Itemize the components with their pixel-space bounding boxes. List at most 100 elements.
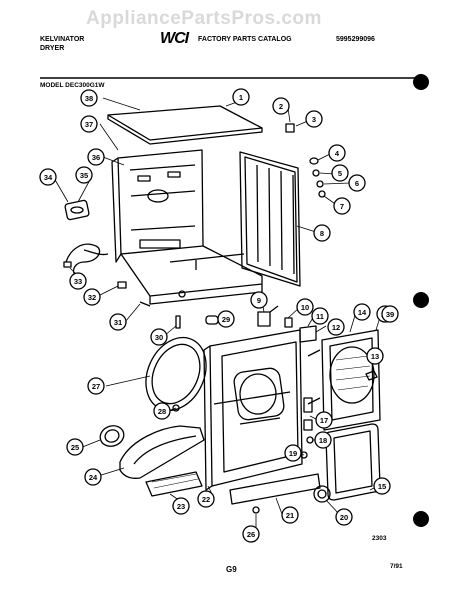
callout-number: 12 xyxy=(332,323,340,332)
callout-circle xyxy=(172,497,190,515)
page-number: G9 xyxy=(226,565,237,574)
callout-number: 7 xyxy=(340,202,344,211)
callout-36: 36 xyxy=(87,148,105,166)
callout-circle xyxy=(381,305,399,323)
callout-number: 8 xyxy=(320,229,324,238)
foot-glide xyxy=(117,281,127,289)
callout-22: 22 xyxy=(197,490,215,508)
callout-29: 29 xyxy=(217,310,235,328)
callout-number: 2 xyxy=(279,102,283,111)
callout-circle xyxy=(331,164,349,182)
callout-circle xyxy=(197,490,215,508)
callout-number: 9 xyxy=(257,296,261,305)
callout-circle xyxy=(272,97,290,115)
callout-39: 39 xyxy=(381,305,399,323)
leader-lines xyxy=(53,97,382,528)
callout-20: 20 xyxy=(335,508,353,526)
callout-23: 23 xyxy=(172,497,190,515)
callout-circle xyxy=(87,377,105,395)
callout-9: 9 xyxy=(250,291,268,309)
callout-13: 13 xyxy=(366,347,384,365)
callout-circle xyxy=(109,313,127,331)
front-panel xyxy=(209,329,303,487)
callout-27: 27 xyxy=(87,377,105,395)
callout-circle xyxy=(75,166,93,184)
callout-number: 3 xyxy=(312,115,316,124)
callout-circle xyxy=(242,525,260,543)
door-latch xyxy=(365,370,378,381)
power-cord xyxy=(65,243,101,277)
callout-number: 36 xyxy=(92,153,100,162)
callout-circle xyxy=(333,197,351,215)
callout-circle xyxy=(250,291,268,309)
callout-number: 38 xyxy=(85,94,93,103)
callout-14: 14 xyxy=(353,303,371,321)
callout-number: 28 xyxy=(158,407,166,416)
callout-circle xyxy=(284,444,302,462)
callout-18: 18 xyxy=(314,431,332,449)
callout-circle xyxy=(373,477,391,495)
callout-2: 2 xyxy=(272,97,290,115)
callout-number: 35 xyxy=(80,171,88,180)
callout-8: 8 xyxy=(313,224,331,242)
brand-name: KELVINATOR xyxy=(40,36,85,43)
callout-number: 1 xyxy=(239,93,243,102)
callout-number: 11 xyxy=(316,312,324,321)
callout-number: 22 xyxy=(202,495,210,504)
callout-37: 37 xyxy=(80,115,98,133)
catalog-date: 7/91 xyxy=(390,563,403,570)
callout-4: 4 xyxy=(328,144,346,162)
callout-circle xyxy=(69,272,87,290)
callout-number: 30 xyxy=(155,333,163,342)
callout-number: 34 xyxy=(44,173,53,182)
callout-30: 30 xyxy=(150,328,168,346)
callout-circle xyxy=(366,347,384,365)
callout-number: 13 xyxy=(371,352,379,361)
binder-holes xyxy=(413,74,429,527)
callout-35: 35 xyxy=(75,166,93,184)
callout-19: 19 xyxy=(284,444,302,462)
callout-number: 17 xyxy=(320,416,328,425)
callout-group: 1234567891011121314151617181920212223242… xyxy=(39,88,399,543)
callout-number: 31 xyxy=(114,318,122,327)
callout-number: 21 xyxy=(286,511,294,520)
callout-21: 21 xyxy=(281,506,299,524)
wci-logo: WCI xyxy=(160,30,189,47)
callout-6: 6 xyxy=(348,174,366,192)
callout-number: 18 xyxy=(319,436,327,445)
lint-duct xyxy=(119,425,205,479)
callout-circle xyxy=(39,168,57,186)
callout-circle xyxy=(80,115,98,133)
callout-number: 37 xyxy=(85,120,93,129)
callout-17: 17 xyxy=(315,411,333,429)
catalog-title: FACTORY PARTS CATALOG xyxy=(198,36,292,43)
callout-number: 20 xyxy=(340,513,348,522)
callout-number: 14 xyxy=(358,308,367,317)
callout-number: 23 xyxy=(177,502,185,511)
toe-panel xyxy=(229,473,321,505)
callout-circle xyxy=(232,88,250,106)
diagram-code: 2303 xyxy=(372,535,387,542)
side-panel xyxy=(239,151,301,287)
callout-24: 24 xyxy=(84,468,102,486)
callout-circle xyxy=(328,144,346,162)
duct-seal xyxy=(99,425,125,447)
callout-circle xyxy=(311,307,329,325)
model-number: MODEL DEC300G1W xyxy=(40,82,105,89)
callout-number: 10 xyxy=(301,303,309,312)
callout-circle xyxy=(80,89,98,107)
catalog-number: 5995299096 xyxy=(336,36,375,43)
callout-number: 5 xyxy=(338,169,342,178)
callout-12: 12 xyxy=(327,318,345,336)
callout-34: 34 xyxy=(39,168,57,186)
callout-circle xyxy=(353,303,371,321)
callout-7: 7 xyxy=(333,197,351,215)
callout-circle xyxy=(296,298,314,316)
door-gasket xyxy=(325,423,381,501)
callout-circle xyxy=(313,224,331,242)
callout-32: 32 xyxy=(83,288,101,306)
callout-circle xyxy=(348,174,366,192)
callout-circle xyxy=(83,288,101,306)
side-trim xyxy=(64,199,90,221)
